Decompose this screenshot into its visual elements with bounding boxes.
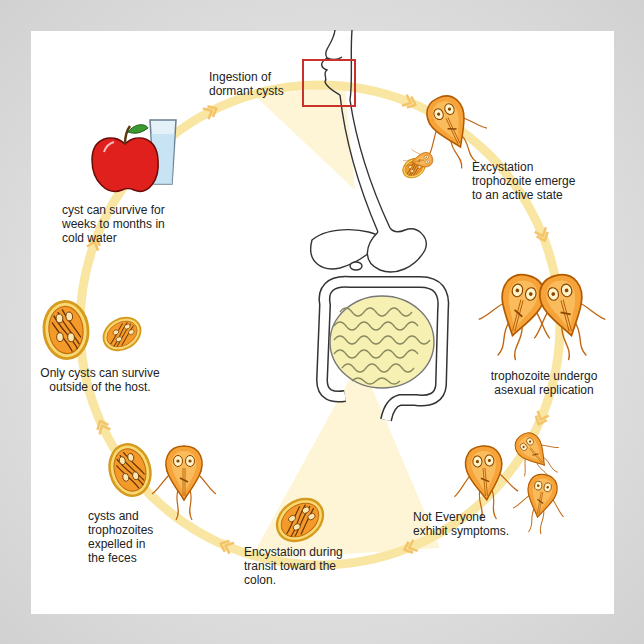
surviving-cysts	[42, 300, 147, 361]
cycle-ring	[80, 85, 560, 565]
stage-label: cyst can survive for weeks to months in …	[62, 203, 170, 245]
expelled-stage	[104, 440, 216, 520]
poster-sheet	[31, 31, 614, 614]
focus-wedges	[250, 86, 440, 560]
food-and-water	[92, 120, 176, 191]
digestive-tract-part	[322, 30, 340, 95]
focus-wedges-part	[255, 86, 355, 190]
stage-label: Encystation during transit toward the co…	[244, 545, 346, 587]
digestive-tract-part	[334, 322, 418, 330]
digestive-tract-part	[322, 282, 443, 420]
stage-label: trophozoite undergo asexual replication	[480, 369, 608, 397]
surviving-cysts-part	[42, 300, 91, 361]
food-and-water-part	[104, 142, 114, 152]
food-and-water-part	[128, 125, 148, 133]
stage-label: cysts and trophozoites expelled in the f…	[88, 509, 164, 565]
expelled-stage-part	[104, 440, 156, 501]
cycle-arrow	[218, 538, 234, 554]
digestive-tract-part	[334, 336, 430, 344]
digestive-tract-part	[350, 262, 362, 270]
encysting-cyst	[269, 490, 331, 549]
digestive-tract-part	[342, 364, 414, 372]
digestive-tract-part	[350, 100, 390, 228]
replication-stage	[471, 266, 613, 367]
excystation-stage-part	[401, 146, 435, 176]
stage-label: Ingestion of dormant cysts	[209, 70, 295, 98]
stage-label: Excystation trophozoite emerge to an act…	[472, 160, 586, 202]
cycle-arrow	[402, 540, 418, 556]
focus-wedges-part	[250, 360, 440, 560]
digestive-tract-part	[334, 350, 418, 358]
stage-label: Only cysts can survive outside of the ho…	[30, 366, 170, 394]
digestive-tract-part	[330, 296, 434, 388]
food-and-water-part	[125, 126, 130, 144]
expelled-stage-part	[152, 446, 216, 520]
cycle-arrow	[402, 95, 418, 111]
digestive-tract-part	[322, 282, 443, 420]
stage-label: Not Everyone exhibit symptoms.	[413, 510, 523, 538]
cycle-arrow	[203, 103, 219, 119]
cycle-arrow	[95, 418, 111, 434]
digestive-tract-part	[352, 378, 400, 384]
cycle-arrow	[533, 411, 549, 427]
food-and-water-part	[92, 138, 158, 191]
trophozoite-cluster-part	[510, 470, 571, 537]
surviving-cysts-part	[98, 311, 147, 356]
replication-stage-part	[520, 266, 613, 367]
digestive-tract-part	[367, 228, 426, 272]
digestive-tract-part	[340, 95, 378, 232]
digestive-tract	[311, 30, 444, 420]
digestive-tract-part	[340, 308, 412, 316]
cycle-arrow	[535, 227, 551, 243]
digestive-tract-part	[350, 30, 352, 100]
ingestion-highlight	[303, 60, 355, 106]
